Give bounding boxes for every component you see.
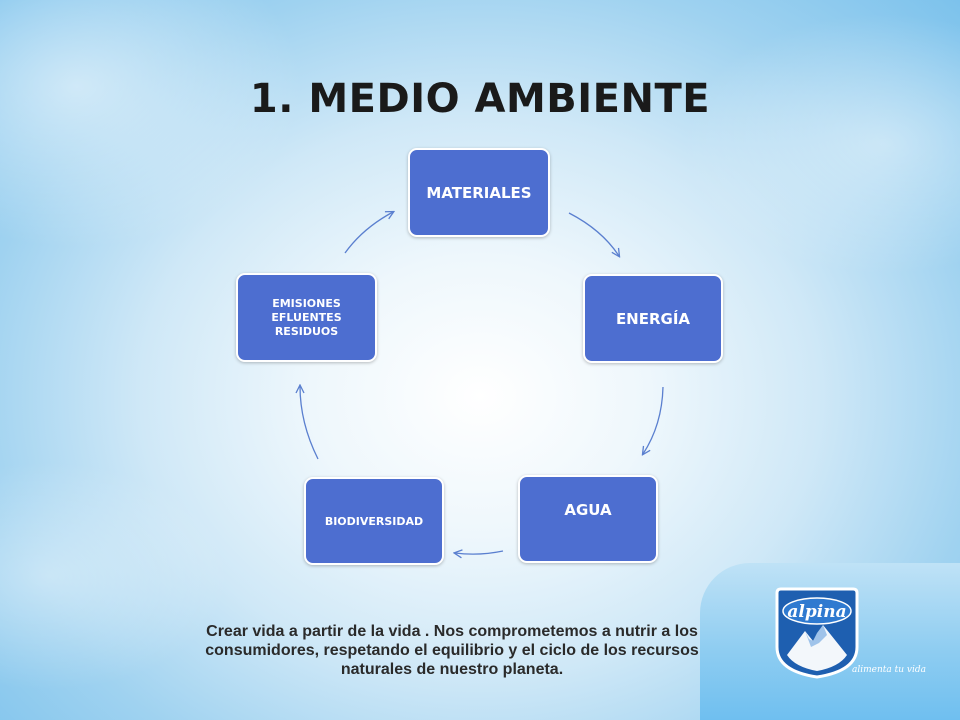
slide-caption: Crear vida a partir de la vida . Nos com… xyxy=(205,623,699,678)
edge-agua-biodiversidad xyxy=(455,551,504,554)
node-emisiones: EMISIONES EFLUENTES RESIDUOS xyxy=(236,273,377,362)
slide-title: 1. MEDIO AMBIENTE xyxy=(249,76,711,122)
node-emisiones-line-1: EMISIONES xyxy=(272,296,341,310)
node-emisiones-line-3: RESIDUOS xyxy=(274,324,339,338)
logo-wordmark: alpina xyxy=(787,602,846,622)
node-energia: ENERGÍA xyxy=(583,274,723,363)
alpina-logo: alpina xyxy=(775,587,859,679)
edge-emisiones-materiales xyxy=(344,212,393,254)
node-biodiversidad-label: BIODIVERSIDAD xyxy=(324,514,424,528)
edge-biodiversidad-emisiones xyxy=(300,386,319,460)
node-materiales-label: MATERIALES xyxy=(426,183,532,202)
edge-materiales-energia xyxy=(568,212,619,256)
node-biodiversidad: BIODIVERSIDAD xyxy=(304,477,444,565)
node-energia-label: ENERGÍA xyxy=(615,309,691,328)
node-materiales: MATERIALES xyxy=(408,148,550,237)
node-emisiones-label: EMISIONES EFLUENTES RESIDUOS xyxy=(271,297,341,339)
node-agua: AGUA xyxy=(518,475,658,563)
brand-tagline: alimenta tu vida xyxy=(852,665,926,675)
node-agua-label: AGUA xyxy=(564,501,612,519)
edge-energia-agua xyxy=(643,386,664,454)
node-emisiones-line-2: EFLUENTES xyxy=(271,310,342,324)
